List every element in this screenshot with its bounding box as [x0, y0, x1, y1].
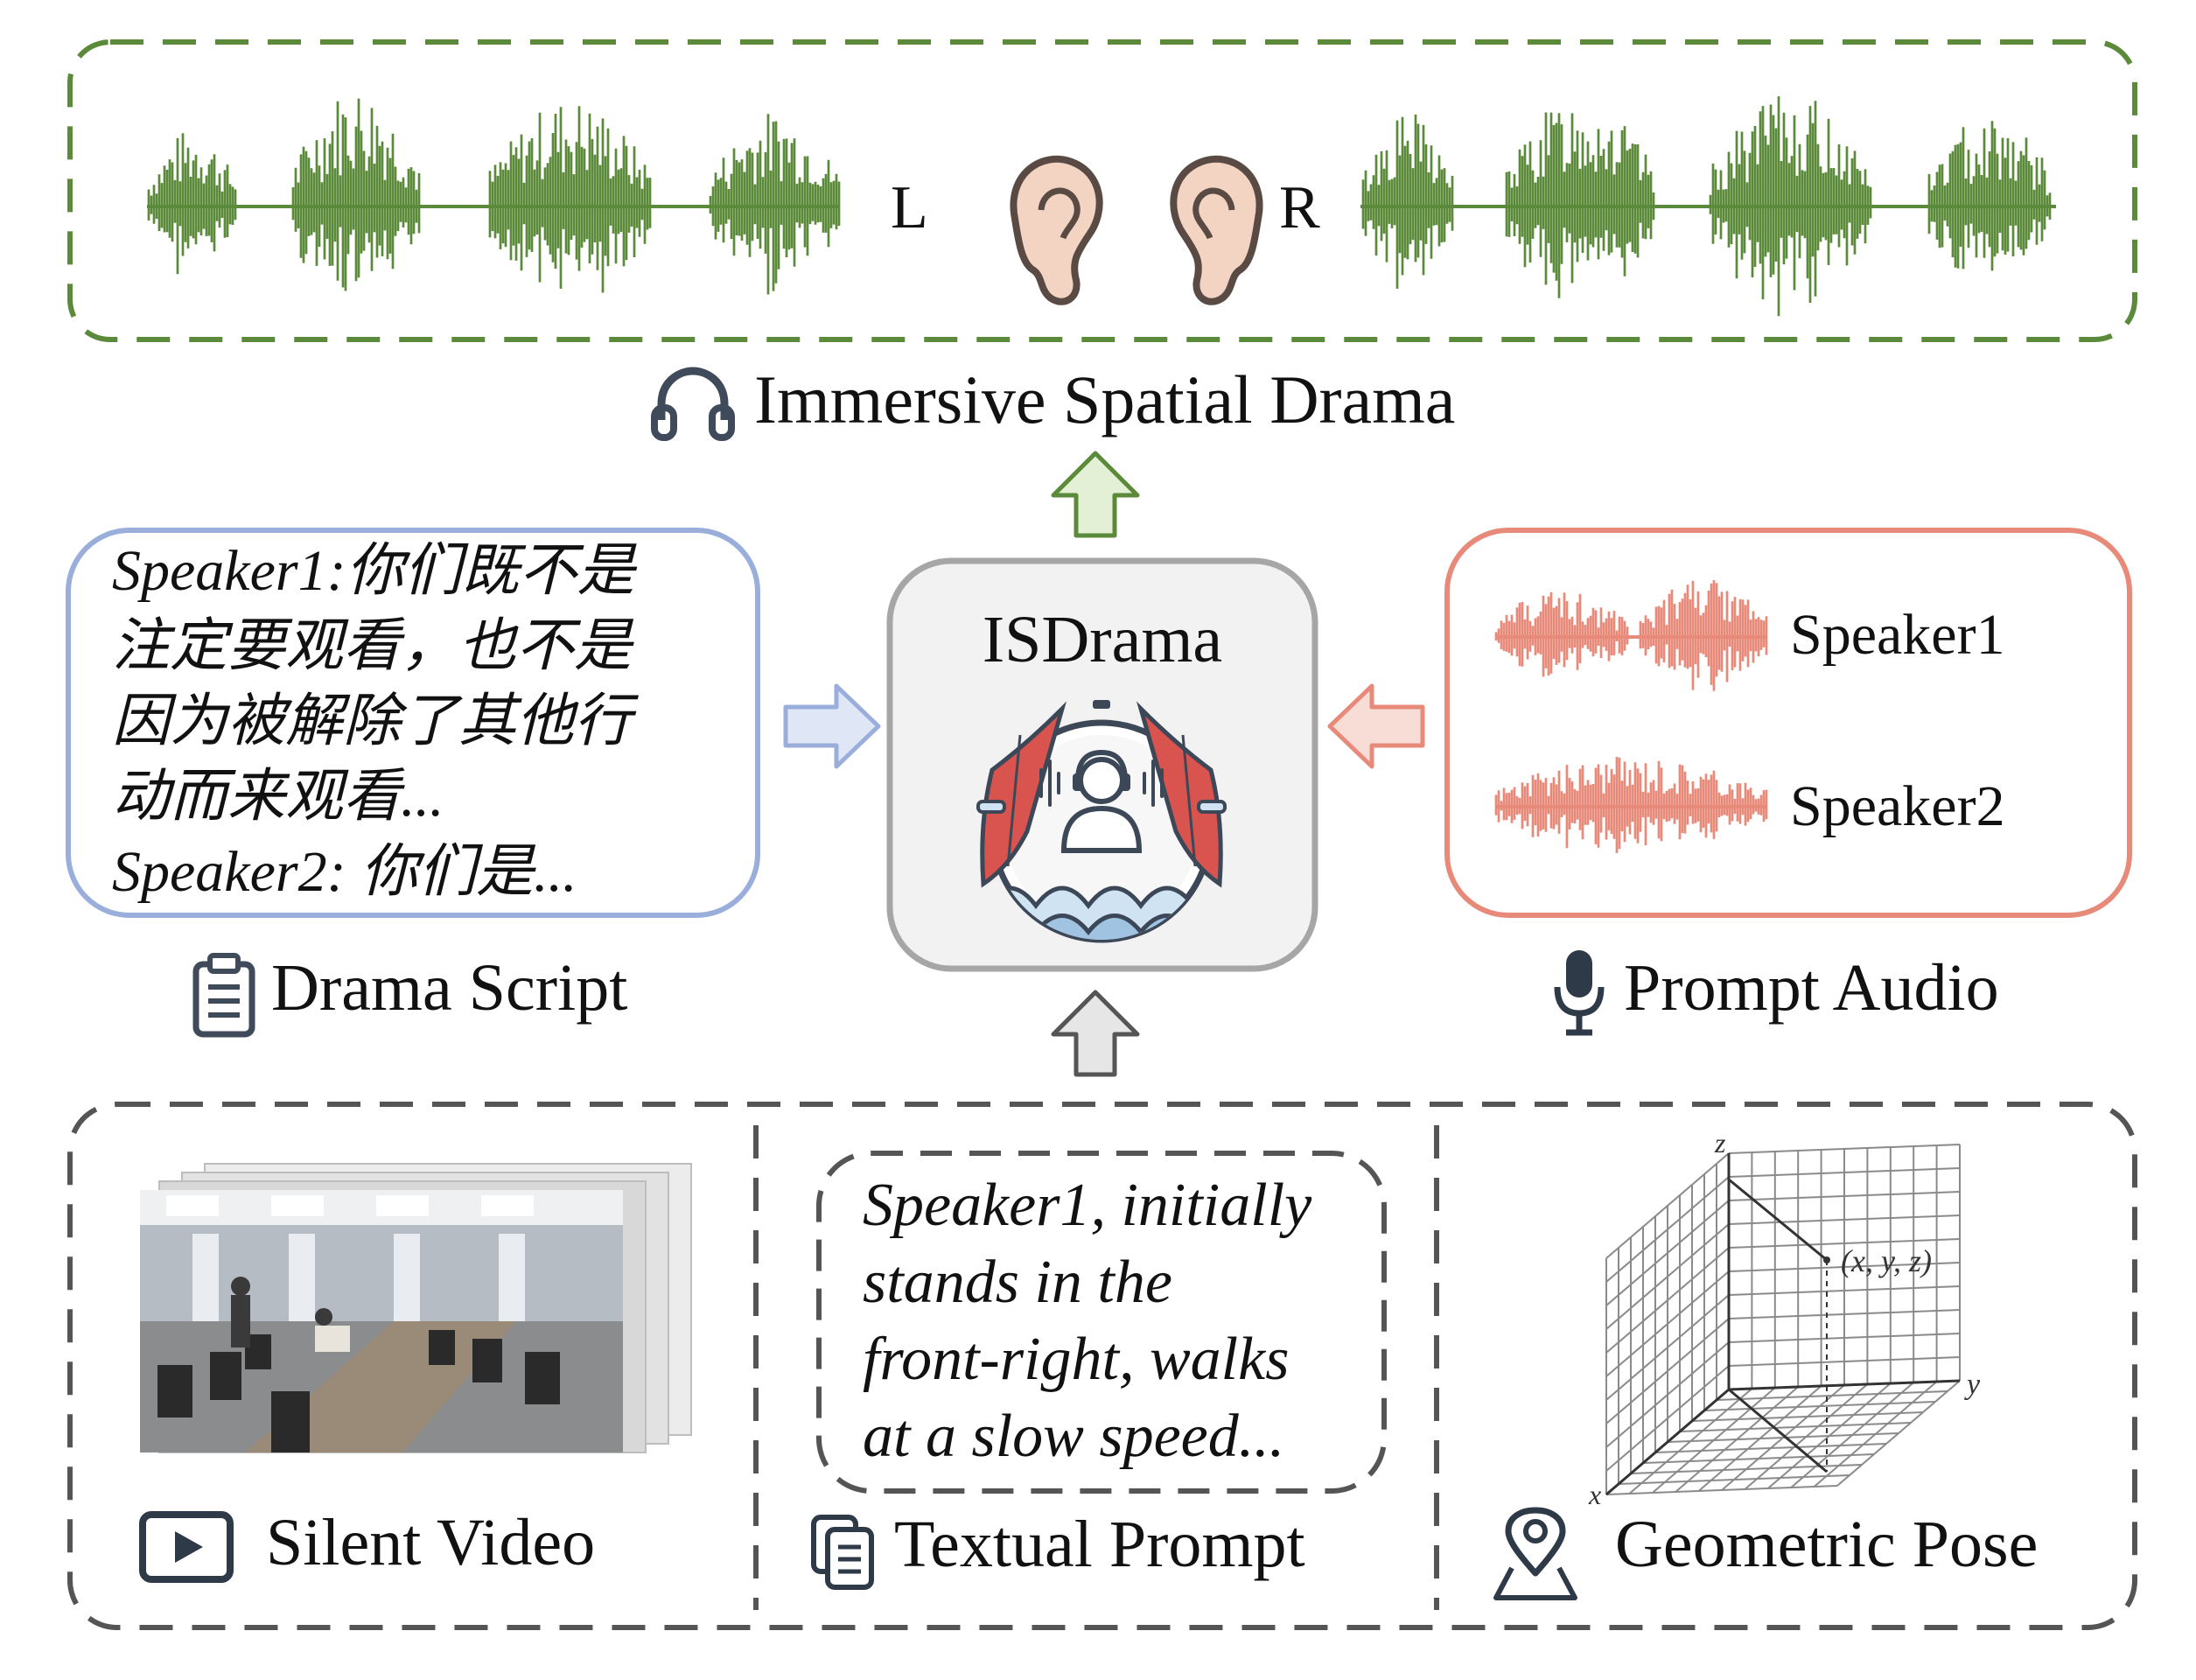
bottom-inputs-arrow: [1051, 990, 1140, 1077]
prompt-line: Speaker1, initially: [863, 1172, 1312, 1239]
textual-prompt-label: Textual Prompt: [894, 1508, 1305, 1581]
prompt-line: front-right, walks: [863, 1326, 1290, 1393]
pose-axis-y: y: [1967, 1368, 1981, 1401]
textual-prompt-bubble: [816, 1151, 1387, 1494]
speaker1-label: Speaker1: [1790, 603, 2005, 667]
right-ear-icon: [1170, 155, 1263, 305]
prompt-line: at a slow speed...: [863, 1403, 1285, 1470]
left-channel-label: L: [891, 174, 928, 242]
play-video-icon: [139, 1511, 234, 1583]
geometric-pose-grid: [1605, 1144, 1961, 1496]
geometric-pose-label: Geometric Pose: [1615, 1508, 2039, 1581]
drama-script-text: Speaker1:你们既不是 注定要观看，也不是 因为被解除了其他行 动而来观看…: [112, 534, 724, 910]
textual-prompt-text: Speaker1, initially stands in the front-…: [863, 1167, 1370, 1475]
prompt-line: stands in the: [863, 1249, 1172, 1316]
speaker1-waveform: [1494, 580, 1768, 691]
script-line: 注定要观看，也不是: [112, 614, 632, 678]
document-copy-icon: [811, 1515, 874, 1590]
silent-video-label: Silent Video: [266, 1506, 596, 1579]
script-arrow: [783, 683, 881, 769]
microphone-icon: [1554, 950, 1605, 1036]
speaker2-waveform: [1494, 757, 1768, 853]
prompt-audio-box: [1444, 528, 2132, 918]
pose-point-label: (x, y, z): [1841, 1243, 1932, 1278]
script-line: Speaker1:你们既不是: [112, 539, 635, 603]
prompt-audio-label: Prompt Audio: [1624, 951, 1999, 1025]
clipboard-icon: [192, 953, 255, 1038]
drama-script-label: Drama Script: [271, 951, 628, 1025]
right-channel-waveform: [1360, 96, 2056, 317]
right-channel-label: R: [1279, 174, 1320, 242]
pose-axis-z: z: [1715, 1127, 1726, 1158]
location-pin-icon: [1493, 1507, 1577, 1600]
output-panel: [67, 39, 2137, 342]
silent-video-frames: [140, 1163, 692, 1453]
headphones-icon: [651, 367, 735, 441]
output-title: Immersive Spatial Drama: [754, 361, 1456, 438]
audio-arrow: [1327, 683, 1425, 769]
speaker2-label: Speaker2: [1790, 774, 2005, 838]
script-line: 因为被解除了其他行: [112, 690, 632, 753]
isdrama-title: ISDrama: [982, 603, 1223, 676]
output-arrow: [1051, 451, 1140, 538]
left-channel-waveform: [147, 98, 841, 295]
theater-listener-icon: [976, 700, 1227, 943]
script-line: Speaker2: 你们是...: [112, 840, 577, 904]
drama-script-box: [66, 528, 760, 918]
pose-axis-x: x: [1589, 1479, 1602, 1510]
inputs-panel: [67, 1102, 2137, 1630]
script-line: 动而来观看...: [112, 765, 444, 829]
meeting-room-frame: [140, 1190, 623, 1452]
left-ear-icon: [1010, 155, 1103, 305]
